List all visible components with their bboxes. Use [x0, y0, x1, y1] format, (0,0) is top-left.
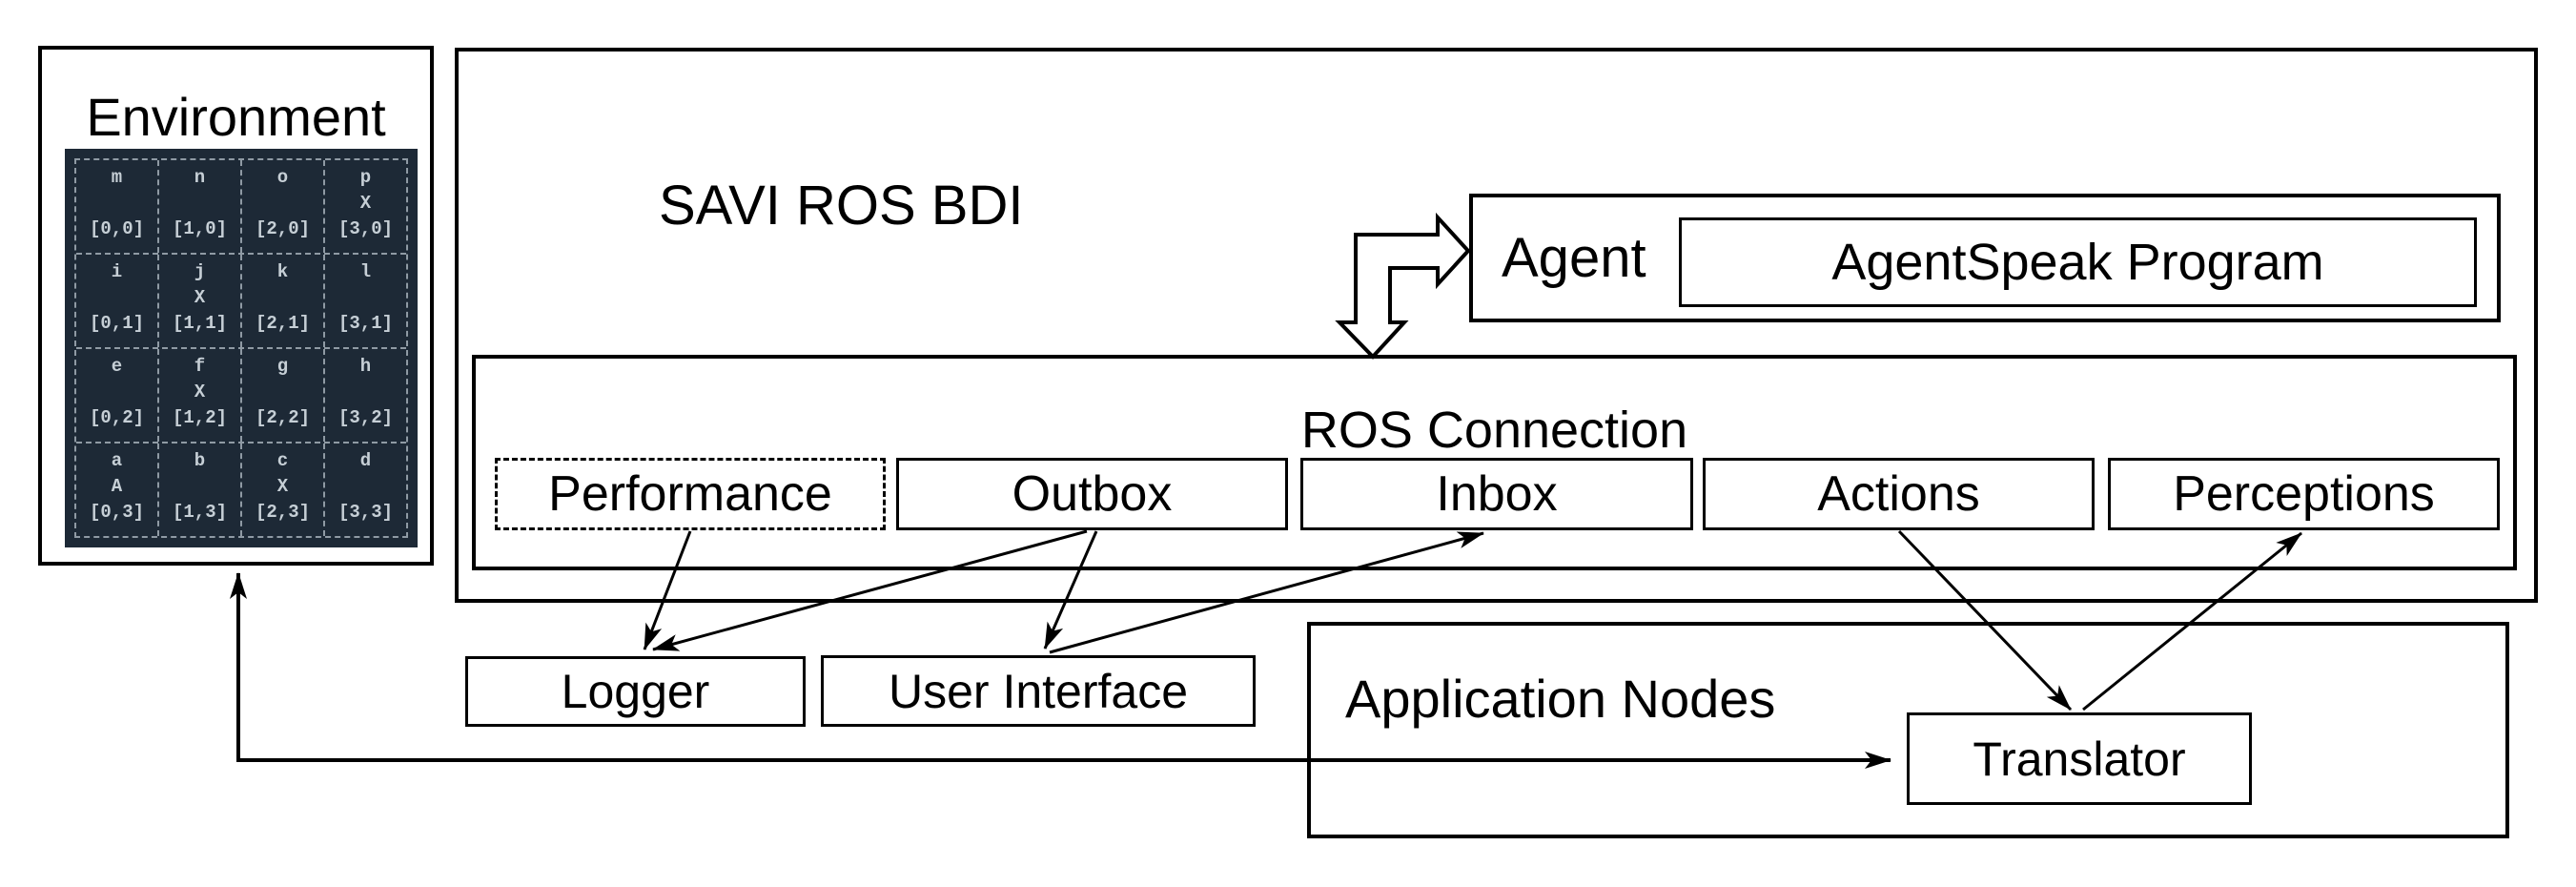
cell-marker: X	[359, 193, 372, 214]
savi-ros-bdi-title: SAVI ROS BDI	[659, 175, 1024, 237]
agent-label: Agent	[1502, 227, 1646, 289]
agentspeak-program-box: AgentSpeak Program	[1679, 217, 2477, 307]
module-performance: Performance	[495, 458, 886, 530]
cell-letter: i	[111, 261, 123, 282]
cell-letter: d	[359, 450, 372, 471]
application-nodes-title: Application Nodes	[1345, 669, 1776, 729]
cell-marker: X	[194, 287, 206, 308]
module-actions: Actions	[1703, 458, 2095, 530]
cell-letter: p	[359, 167, 372, 188]
inbox-label: Inbox	[1436, 466, 1558, 522]
cell-marker	[76, 285, 157, 311]
cell-letter: c	[276, 450, 289, 471]
cell-marker	[242, 380, 323, 405]
cell-marker	[76, 380, 157, 405]
cell-coord: [2,1]	[255, 313, 310, 334]
cell-letter: h	[359, 356, 372, 377]
user-interface-box: User Interface	[821, 655, 1256, 727]
cell-letter: m	[111, 167, 123, 188]
cell-marker	[159, 191, 240, 217]
grid-cell: n [1,0]	[159, 160, 242, 253]
agentspeak-program-label: AgentSpeak Program	[1831, 234, 2324, 291]
ros-connection-title: ROS Connection	[1300, 402, 1688, 459]
grid-cell: i [0,1]	[76, 255, 159, 347]
grid-cell: b [1,3]	[159, 444, 242, 536]
cell-letter: a	[111, 450, 123, 471]
actions-label: Actions	[1817, 466, 1980, 522]
grid-cell: k [2,1]	[242, 255, 325, 347]
cell-coord: [2,3]	[255, 502, 310, 523]
cell-coord: [0,2]	[89, 407, 144, 428]
environment-title: Environment	[86, 87, 386, 147]
cell-coord: [3,2]	[337, 407, 393, 428]
grid-cell: g [2,2]	[242, 349, 325, 442]
cell-marker: X	[276, 476, 289, 497]
cell-coord: [1,3]	[172, 502, 227, 523]
logger-label: Logger	[561, 665, 710, 718]
cell-letter: o	[276, 167, 289, 188]
performance-label: Performance	[548, 466, 832, 522]
cell-marker	[242, 191, 323, 217]
user-interface-label: User Interface	[888, 664, 1188, 718]
cell-marker	[159, 474, 240, 500]
grid-cell: o [2,0]	[242, 160, 325, 253]
translator-box: Translator	[1907, 712, 2252, 805]
cell-marker	[325, 380, 406, 405]
grid-cell: l [3,1]	[325, 255, 406, 347]
cell-letter: b	[194, 450, 206, 471]
cell-coord: [2,0]	[255, 218, 310, 239]
module-outbox: Outbox	[896, 458, 1288, 530]
cell-coord: [2,2]	[255, 407, 310, 428]
cell-coord: [3,0]	[337, 218, 393, 239]
translator-label: Translator	[1973, 732, 2186, 786]
grid-cell: e [0,2]	[76, 349, 159, 442]
cell-marker	[76, 191, 157, 217]
cell-coord: [1,1]	[172, 313, 227, 334]
cell-coord: [0,1]	[89, 313, 144, 334]
grid-cell: d [3,3]	[325, 444, 406, 536]
cell-letter: g	[276, 356, 289, 377]
cell-letter: n	[194, 167, 206, 188]
cell-letter: f	[194, 356, 206, 377]
cell-coord: [1,0]	[172, 218, 227, 239]
logger-box: Logger	[465, 656, 806, 727]
cell-coord: [0,3]	[89, 502, 144, 523]
cell-marker	[242, 285, 323, 311]
perceptions-label: Perceptions	[2173, 466, 2435, 522]
cell-coord: [1,2]	[172, 407, 227, 428]
cell-marker	[325, 285, 406, 311]
cell-letter: e	[111, 356, 123, 377]
cell-letter: l	[359, 261, 372, 282]
grid-cell: h [3,2]	[325, 349, 406, 442]
cell-letter: k	[276, 261, 289, 282]
cell-marker: A	[111, 476, 123, 497]
cell-coord: [3,1]	[337, 313, 393, 334]
outbox-label: Outbox	[1012, 466, 1173, 522]
cell-marker	[325, 474, 406, 500]
cell-coord: [0,0]	[89, 218, 144, 239]
cell-marker: X	[194, 382, 206, 402]
module-inbox: Inbox	[1300, 458, 1693, 530]
grid-cell: m [0,0]	[76, 160, 159, 253]
cell-coord: [3,3]	[337, 502, 393, 523]
cell-letter: j	[194, 261, 206, 282]
module-perceptions: Perceptions	[2108, 458, 2500, 530]
